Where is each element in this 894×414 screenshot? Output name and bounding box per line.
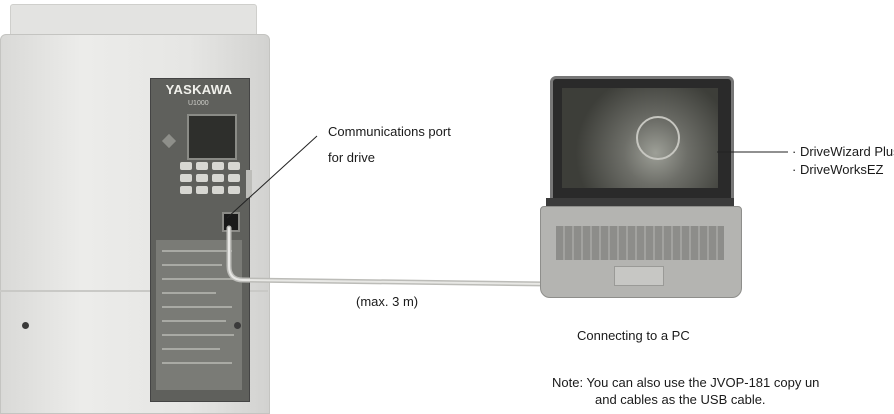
keypad-key bbox=[180, 162, 192, 170]
port-callout-line1: Communications port bbox=[328, 124, 451, 139]
keypad-key bbox=[212, 174, 224, 182]
drive-brand-logo: YASKAWA bbox=[165, 82, 233, 97]
keypad-key bbox=[180, 174, 192, 182]
cable-length-label: (max. 3 m) bbox=[356, 294, 419, 309]
keypad-key bbox=[212, 186, 224, 194]
keypad-key bbox=[228, 186, 240, 194]
keypad-key bbox=[212, 162, 224, 170]
pc-caption: Connecting to a PC bbox=[577, 328, 690, 343]
laptop-keyboard bbox=[556, 226, 724, 260]
note-line1: Note: You can also use the JVOP-181 copy… bbox=[552, 375, 820, 390]
drive-lcd-display bbox=[187, 114, 237, 160]
software-label-driveworks: · DriveWorksEZ bbox=[792, 162, 884, 177]
keypad-key bbox=[228, 162, 240, 170]
drive-screw bbox=[22, 322, 29, 329]
drive-side-latch bbox=[246, 170, 252, 198]
drive-screw bbox=[234, 322, 241, 329]
keypad-key bbox=[180, 186, 192, 194]
keypad-key bbox=[196, 162, 208, 170]
keypad-key bbox=[196, 186, 208, 194]
note-line2: and cables as the USB cable. bbox=[595, 392, 766, 407]
software-splash-icon bbox=[636, 116, 680, 160]
software-label-drivewizard: · DriveWizard Plus bbox=[792, 144, 894, 159]
drive-keypad bbox=[180, 162, 242, 206]
laptop-hinge bbox=[546, 198, 734, 206]
keypad-key bbox=[196, 174, 208, 182]
drive-model-label: U1000 bbox=[188, 100, 209, 107]
port-callout-line2: for drive bbox=[328, 150, 375, 165]
keypad-key bbox=[228, 174, 240, 182]
laptop-touchpad bbox=[614, 266, 664, 286]
ac-drive-unit: YASKAWA U1000 bbox=[0, 0, 270, 414]
drive-cover-seam bbox=[0, 290, 268, 292]
